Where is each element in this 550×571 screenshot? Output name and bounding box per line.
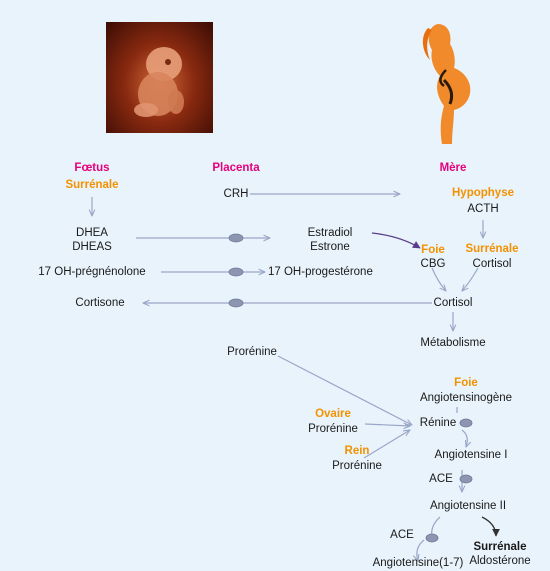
node-angiotensine-1: Angiotensine I xyxy=(435,448,508,462)
surrenale-label-3: Surrénale xyxy=(473,540,526,554)
node-cortisone: Cortisone xyxy=(75,296,124,310)
placenta-header: Placenta xyxy=(212,161,259,175)
node-estradiol: Estradiol xyxy=(308,226,353,240)
node-prorenine-3: Prorénine xyxy=(332,459,382,473)
node-crh: CRH xyxy=(224,187,249,201)
hypophyse-label: Hypophyse xyxy=(452,186,514,200)
node-renine: Rénine xyxy=(420,416,456,430)
node-dhea: DHEA xyxy=(76,226,108,240)
node-ace-1: ACE xyxy=(429,472,453,486)
node-metabolisme: Métabolisme xyxy=(420,336,485,350)
foetus-surrenale-label: Surrénale xyxy=(65,178,118,192)
node-17oh-progesterone: 17 OH-progestérone xyxy=(268,265,373,279)
node-angiotensine-2: Angiotensine II xyxy=(430,499,506,513)
foetus-header: Fœtus xyxy=(74,161,109,175)
node-angiotensine-1-7: Angiotensine(1-7) xyxy=(373,556,464,570)
node-dheas: DHEAS xyxy=(72,240,112,254)
node-angiotensinogene: Angiotensinogène xyxy=(420,391,512,405)
ovaire-label: Ovaire xyxy=(315,407,351,421)
node-cbg: CBG xyxy=(421,257,446,271)
mere-header: Mère xyxy=(440,161,467,175)
foie-label-1: Foie xyxy=(421,243,445,257)
node-acth: ACTH xyxy=(467,202,498,216)
node-cortisol-2: Cortisol xyxy=(434,296,473,310)
node-cortisol-1: Cortisol xyxy=(473,257,512,271)
node-prorenine-1: Prorénine xyxy=(227,345,277,359)
surrenale-mere-label: Surrénale xyxy=(465,242,518,256)
rein-label: Rein xyxy=(345,444,370,458)
node-aldosterone: Aldostérone xyxy=(469,554,530,568)
node-estrone: Estrone xyxy=(310,240,350,254)
foie-label-2: Foie xyxy=(454,376,478,390)
node-17oh-pregnenolone: 17 OH-prégnénolone xyxy=(38,265,145,279)
node-ace-2: ACE xyxy=(390,528,414,542)
node-prorenine-2: Prorénine xyxy=(308,422,358,436)
